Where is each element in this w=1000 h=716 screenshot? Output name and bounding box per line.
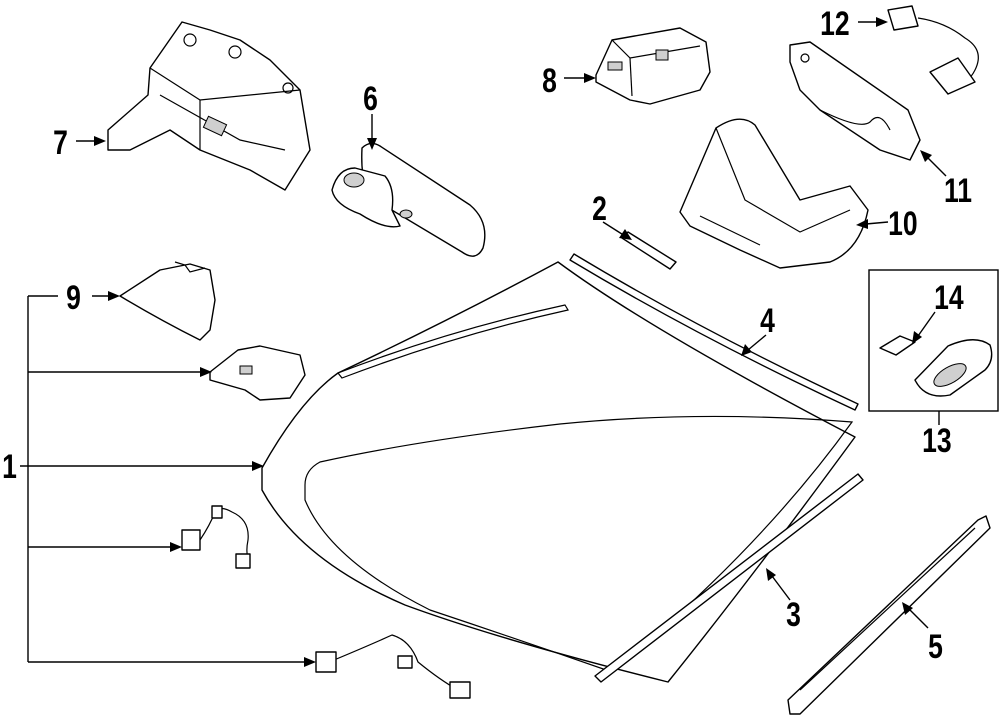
arrowhead-harness-lower [304, 657, 316, 667]
rear-view-mirror [331, 142, 486, 257]
callout-5: 5 [928, 628, 943, 666]
arrowhead-6 [367, 138, 377, 150]
arrowhead-9 [108, 291, 120, 301]
callout-1: 1 [2, 448, 17, 486]
callout-9: 9 [66, 279, 81, 317]
callout-12: 12 [820, 5, 850, 43]
windshield-glass [261, 261, 856, 683]
callout-11: 11 [944, 172, 972, 210]
mirror-cover-upper [789, 41, 921, 161]
arrowhead-3 [766, 568, 776, 581]
mounting-bracket [107, 21, 311, 191]
windshield-molding-upper [337, 304, 569, 379]
rain-light-sensor [914, 339, 993, 397]
callout-10: 10 [888, 205, 918, 243]
arrowhead-4 [741, 344, 752, 356]
callout-14: 14 [934, 279, 964, 317]
arrowhead-8 [584, 73, 596, 83]
triangle-cover [119, 261, 216, 341]
mirror-base-bracket [209, 345, 306, 401]
callout-2: 2 [592, 190, 607, 228]
leader-11 [927, 157, 947, 177]
leader-4 [747, 334, 767, 351]
cowl-panel [787, 515, 991, 715]
leader-10 [865, 221, 889, 225]
arrowhead-glass [252, 461, 264, 471]
adhesive-tape [879, 335, 916, 356]
wiring-harness-upper [181, 505, 251, 569]
callout-13: 13 [922, 422, 952, 460]
rain-sensor-module [595, 27, 711, 105]
mirror-cover-lower [679, 118, 869, 269]
arrowhead-5 [902, 602, 913, 615]
arrowhead-14 [912, 331, 922, 344]
callout-8: 8 [542, 62, 557, 100]
arrowhead-2 [619, 229, 632, 240]
leader-2 [602, 221, 626, 237]
side-molding [594, 473, 864, 683]
leader-3 [771, 575, 791, 601]
arrowhead-bracket [200, 367, 212, 377]
leader-5 [909, 609, 929, 629]
callout-6: 6 [363, 80, 378, 118]
upper-molding [569, 253, 859, 411]
arrowhead-10 [856, 219, 868, 229]
arrowhead-harness-upper [170, 542, 182, 552]
camera-connector [887, 5, 979, 95]
callout-4: 4 [760, 302, 775, 340]
arrowhead-7 [94, 136, 106, 146]
arrowhead-12 [876, 17, 888, 27]
callout-7: 7 [53, 124, 68, 162]
part-13-box [868, 269, 999, 412]
arrowhead-11 [920, 150, 932, 162]
leader-14 [917, 311, 936, 337]
callout-3: 3 [786, 596, 801, 634]
wiring-harness-lower [315, 634, 471, 699]
